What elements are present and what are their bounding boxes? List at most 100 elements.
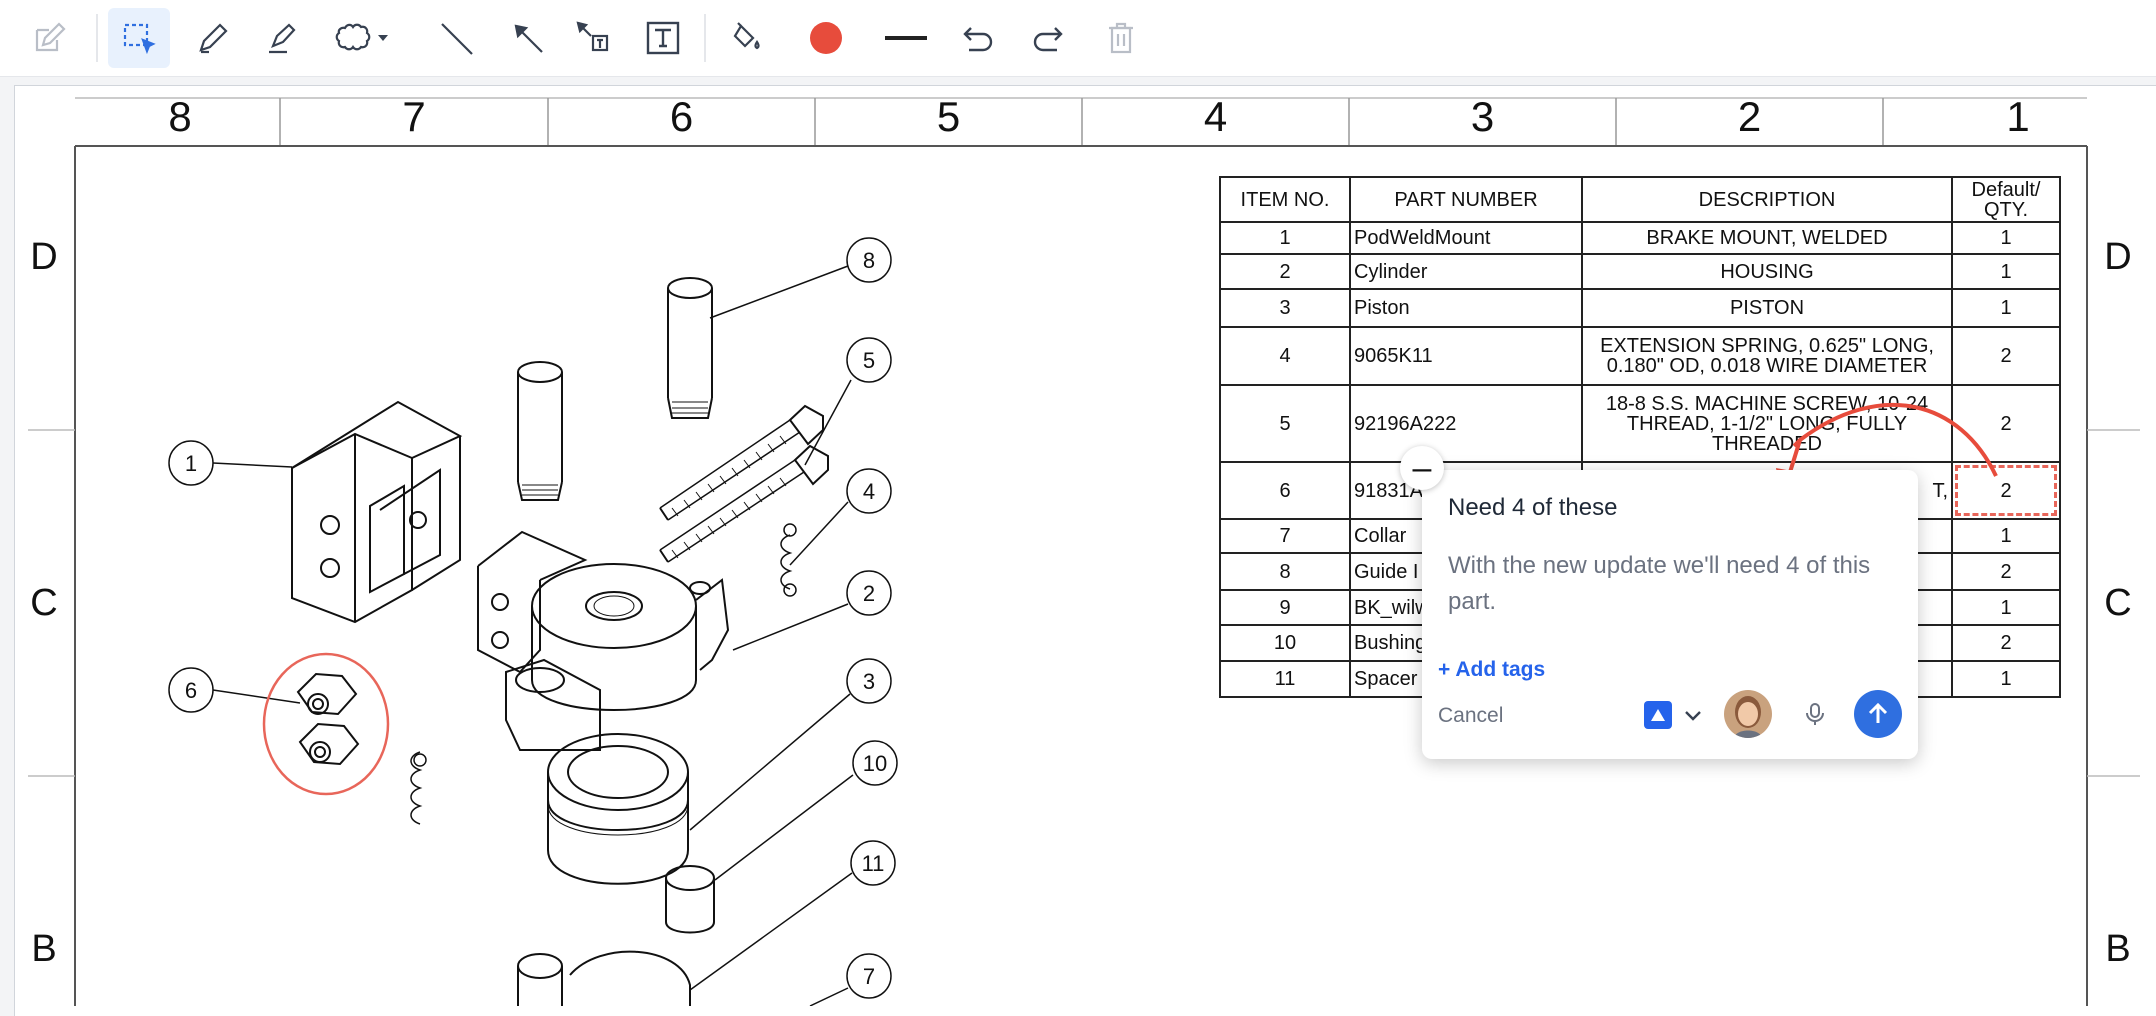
comment-body[interactable]: With the new update we'll need 4 of this…	[1448, 552, 1871, 615]
triangle-logo-icon	[1651, 709, 1665, 721]
balloon-item-8: 8	[846, 237, 892, 283]
cell-part: PodWeldMount	[1349, 221, 1583, 255]
table-row: 4 9065K11 EXTENSION SPRING, 0.625" LONG,…	[1219, 326, 2061, 386]
undo-button[interactable]	[946, 8, 1008, 68]
toolbar-separator	[96, 14, 98, 62]
table-row: 1 PodWeldMount BRAKE MOUNT, WELDED 1	[1219, 221, 2061, 255]
highlighter-icon	[269, 23, 296, 54]
dashed-select-icon	[123, 23, 156, 55]
svg-text:1: 1	[185, 451, 197, 476]
svg-text:4: 4	[863, 479, 875, 504]
header-qty: Default/ QTY.	[1951, 176, 2061, 223]
cell-item: 2	[1219, 253, 1351, 290]
header-part-number: PART NUMBER	[1349, 176, 1583, 223]
svg-text:3: 3	[863, 669, 875, 694]
pen-tool-button[interactable]	[180, 8, 242, 68]
cell-item: 5	[1219, 384, 1351, 463]
collapse-comment-button[interactable]: –	[1400, 446, 1444, 490]
svg-text:5: 5	[863, 348, 875, 373]
cell-item: 3	[1219, 288, 1351, 328]
cell-desc: PISTON	[1581, 288, 1953, 328]
zone-number: 2	[1737, 93, 1762, 140]
callout-tool-button[interactable]	[562, 8, 624, 68]
color-picker-button[interactable]	[795, 8, 857, 68]
markup-circle-annotation	[262, 652, 390, 796]
line-icon	[441, 23, 473, 55]
zone-number: 1	[2006, 93, 2030, 140]
cell-item: 1	[1219, 221, 1351, 255]
markup-toolbar	[0, 0, 2156, 77]
cell-qty: 1	[1951, 518, 2061, 554]
user-avatar-icon	[1724, 690, 1772, 738]
project-selector-icon[interactable]	[1644, 701, 1672, 729]
part-bushing	[665, 865, 715, 934]
table-row: 5 92196A222 18-8 S.S. MACHINE SCREW, 10-…	[1219, 384, 2061, 463]
cloud-shape-tool-button[interactable]	[325, 8, 401, 68]
edit-tool-button[interactable]	[18, 8, 80, 68]
zone-letter: C	[2104, 582, 2132, 624]
color-swatch	[810, 22, 842, 54]
balloon-item-3: 3	[846, 658, 892, 704]
table-row: 2 Cylinder HOUSING 1	[1219, 253, 2061, 290]
plus-icon: +	[1438, 658, 1456, 681]
zone-number: 8	[168, 93, 192, 140]
arrow-tool-button[interactable]	[497, 8, 559, 68]
balloon-leaders	[212, 265, 854, 1006]
cell-desc: EXTENSION SPRING, 0.625" LONG, 0.180" OD…	[1581, 326, 1953, 386]
cell-qty-highlighted[interactable]: 2	[1951, 461, 2061, 520]
arrow-icon	[514, 24, 543, 53]
balloon-item-5: 5	[846, 337, 892, 383]
balloon-item-10: 10	[852, 740, 898, 786]
cell-part: 92196A222	[1349, 384, 1583, 463]
part-collar	[517, 950, 691, 1006]
text-box-icon	[646, 21, 680, 55]
balloon-item-1: 1	[168, 440, 214, 486]
cell-item: 9	[1219, 589, 1351, 626]
cell-part: Cylinder	[1349, 253, 1583, 290]
part-guide-pins	[517, 277, 713, 501]
zone-number: 7	[402, 93, 426, 140]
svg-text:8: 8	[863, 248, 875, 273]
delete-button[interactable]	[1090, 8, 1152, 68]
paint-bucket-icon	[733, 22, 760, 50]
cell-item: 10	[1219, 624, 1351, 662]
comment-title[interactable]: Need 4 of these	[1448, 494, 1618, 521]
cloud-shape-icon	[335, 23, 371, 51]
chevron-down-icon[interactable]	[1682, 704, 1704, 726]
select-tool-button[interactable]	[108, 8, 170, 68]
zone-letter: D	[30, 236, 58, 278]
part-machine-screws	[659, 404, 829, 563]
add-tags-button[interactable]: + Add tags	[1438, 658, 1545, 682]
cell-qty: 1	[1951, 589, 2061, 626]
balloon-item-4: 4	[846, 468, 892, 514]
cell-item: 11	[1219, 660, 1351, 698]
part-piston	[547, 733, 689, 885]
redo-button[interactable]	[1018, 8, 1080, 68]
table-header-row: ITEM NO. PART NUMBER DESCRIPTION Default…	[1219, 176, 2061, 223]
fill-tool-button[interactable]	[716, 8, 778, 68]
cell-qty: 2	[1951, 326, 2061, 386]
cancel-button[interactable]: Cancel	[1438, 704, 1504, 727]
stroke-width-button[interactable]	[875, 8, 937, 68]
cell-desc: 18-8 S.S. MACHINE SCREW, 10-24 THREAD, 1…	[1581, 384, 1953, 463]
highlighter-tool-button[interactable]	[250, 8, 312, 68]
balloon-item-2: 2	[846, 570, 892, 616]
cell-item: 7	[1219, 518, 1351, 554]
cell-part: 9065K11	[1349, 326, 1583, 386]
cell-desc: HOUSING	[1581, 253, 1953, 290]
send-comment-button[interactable]	[1854, 690, 1902, 738]
header-item-no: ITEM NO.	[1219, 176, 1351, 223]
redo-icon	[1033, 27, 1063, 52]
zone-number: 5	[936, 93, 961, 140]
cell-item: 4	[1219, 326, 1351, 386]
zone-letter: B	[2105, 928, 2131, 970]
cell-qty: 2	[1951, 384, 2061, 463]
microphone-icon[interactable]	[1802, 701, 1828, 727]
text-tool-button[interactable]	[632, 8, 694, 68]
comment-popup[interactable]: Need 4 of these With the new update we'l…	[1422, 470, 1918, 759]
part-springs	[410, 523, 797, 825]
line-tool-button[interactable]	[425, 8, 487, 68]
